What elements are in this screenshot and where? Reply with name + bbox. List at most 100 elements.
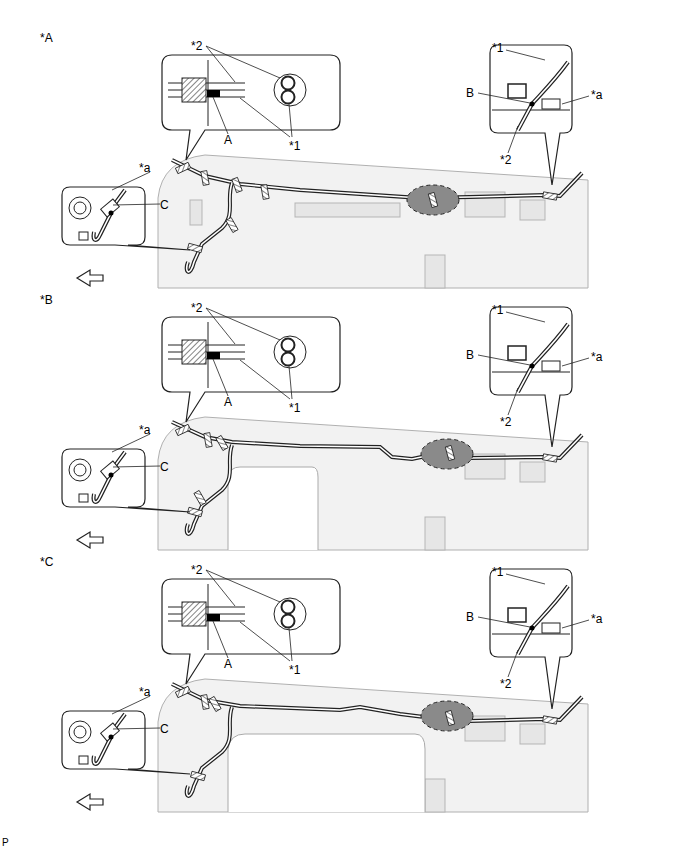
clamp — [232, 177, 242, 192]
figure-code: P — [2, 838, 9, 848]
clamp — [190, 771, 205, 780]
callout-label: *a — [139, 424, 150, 436]
tape-marker — [542, 361, 560, 371]
wire-harness-core — [94, 714, 125, 764]
wire-harness — [187, 707, 232, 796]
wire-harness — [187, 183, 232, 272]
callout-label: *1 — [289, 402, 300, 414]
panel-hole — [74, 202, 86, 214]
wire-harness-core — [94, 452, 125, 502]
roof-panel — [158, 679, 588, 812]
leader-line — [206, 308, 235, 344]
clamp — [194, 490, 206, 505]
tape-area — [421, 439, 473, 469]
callout-box — [62, 449, 190, 512]
leader-line — [240, 360, 290, 399]
panel-hole — [69, 721, 91, 743]
wire-core — [282, 615, 295, 628]
callout-box — [162, 579, 340, 684]
leader-line — [506, 50, 545, 60]
clamp — [543, 454, 558, 462]
leader-line — [213, 359, 228, 396]
panel-detail — [79, 494, 88, 502]
wire-harness-core — [518, 324, 568, 392]
clamp — [261, 185, 269, 200]
callout-box — [162, 55, 340, 160]
tape-area — [421, 701, 473, 731]
callout-label: *a — [139, 162, 150, 174]
leader-line — [113, 204, 160, 205]
panel-opening — [228, 734, 425, 812]
callout-label: A — [224, 134, 232, 146]
wire-harness-core — [94, 190, 125, 240]
wire-section — [274, 74, 306, 106]
mark-point — [109, 735, 114, 740]
panel-hole — [69, 459, 91, 481]
panel-detail — [190, 200, 202, 225]
wire-core — [282, 601, 295, 614]
leader-line — [213, 97, 228, 134]
wire-harness — [172, 422, 582, 459]
callout-label: C — [160, 199, 169, 211]
front-arrow — [77, 270, 103, 286]
clamp — [201, 171, 209, 186]
panel-detail — [79, 756, 88, 764]
roof-panel — [158, 417, 588, 550]
leader-line — [206, 308, 280, 340]
panel-detail — [425, 517, 445, 550]
wire-harness-core — [518, 62, 568, 130]
callout-label: *2 — [500, 678, 511, 690]
wire-section — [274, 598, 306, 630]
callout-label: *2 — [500, 416, 511, 428]
panel-hole — [74, 726, 86, 738]
clamp — [543, 716, 558, 724]
callout-box — [62, 711, 190, 774]
panel-hole — [508, 346, 526, 360]
clamp — [209, 696, 221, 711]
leader-line — [478, 93, 530, 103]
roof-panel-view — [62, 307, 589, 550]
leader-line — [112, 172, 150, 190]
leader-line — [206, 46, 280, 78]
leader-line — [289, 366, 292, 399]
leader-line — [508, 388, 518, 415]
wire-harness — [172, 684, 582, 721]
callout-label: *1 — [289, 140, 300, 152]
panel-detail — [425, 779, 445, 812]
panel-hole — [69, 197, 91, 219]
clamp — [445, 445, 454, 460]
clamp — [204, 433, 212, 448]
callout-label: *2 — [191, 302, 202, 314]
clamp — [175, 424, 190, 435]
tape-marker — [101, 461, 120, 479]
callout-label: B — [466, 87, 474, 99]
clamp — [201, 695, 209, 710]
clamp — [175, 686, 190, 697]
leader-line — [112, 434, 150, 452]
panel-detail — [520, 462, 545, 482]
callout-box — [62, 187, 190, 250]
clamp — [187, 243, 202, 252]
leader-line — [506, 574, 545, 584]
panel-detail — [520, 200, 545, 220]
callout-box — [162, 317, 340, 422]
callout-label: A — [224, 396, 232, 408]
wire-core — [282, 77, 295, 90]
wire-harness-core — [172, 160, 582, 198]
clamp — [182, 78, 206, 102]
leader-line — [508, 650, 518, 677]
mark-point — [530, 626, 535, 631]
view-label: *A — [40, 32, 53, 44]
wire-core — [282, 353, 295, 366]
callout-box — [490, 45, 572, 185]
wire-harness-core — [187, 445, 232, 534]
mark-point — [109, 473, 114, 478]
callout-label: *1 — [289, 664, 300, 676]
clamp — [182, 340, 206, 364]
view-label: *B — [40, 294, 53, 306]
wire-harness — [187, 445, 232, 534]
wire-harness — [94, 190, 125, 240]
clamp — [445, 710, 454, 725]
leader-line — [478, 617, 530, 627]
